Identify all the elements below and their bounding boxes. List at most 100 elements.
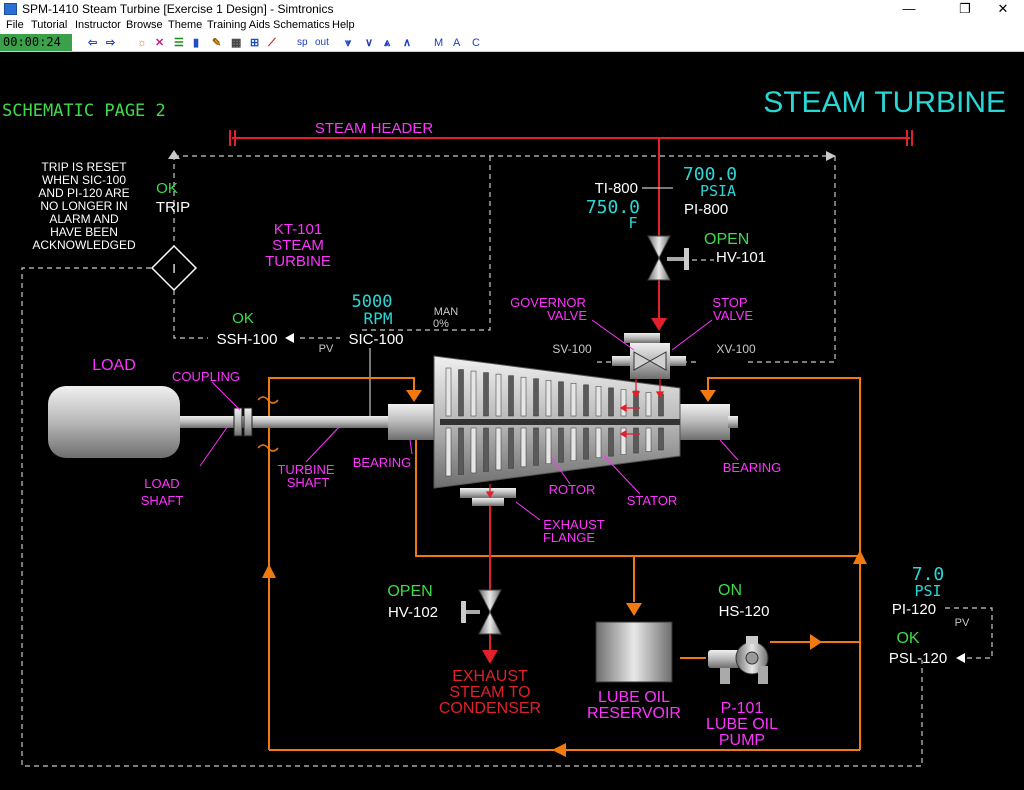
svg-text:RESERVOIR: RESERVOIR	[587, 705, 681, 722]
bearing-left[interactable]	[388, 404, 434, 440]
upper-blade-stage	[520, 376, 527, 417]
lower-blade-stage	[608, 427, 614, 457]
exhaust-flange[interactable]	[472, 498, 504, 506]
upper-blade-stage	[583, 384, 589, 417]
svg-text:LUBE OIL: LUBE OIL	[706, 716, 778, 733]
svg-text:PUMP: PUMP	[719, 732, 765, 749]
upper-blade-stage	[608, 387, 614, 417]
svg-text:VALVE: VALVE	[713, 308, 753, 323]
upper-blade-stage	[558, 381, 564, 417]
fast-up-icon[interactable]: ⩓	[384, 37, 391, 49]
cross-list-icon[interactable]: ✕	[155, 37, 165, 49]
lube-oil-reservoir[interactable]	[595, 621, 673, 683]
psl-120-tag[interactable]: PSL-120	[889, 650, 947, 667]
turbine-casing[interactable]	[433, 355, 681, 489]
cascade-button[interactable]: C	[472, 37, 480, 49]
upper-blade-stage	[470, 370, 477, 417]
svg-text:WHEN SIC-100: WHEN SIC-100	[42, 173, 126, 187]
output-button[interactable]: out	[315, 37, 329, 48]
psl-arrow	[956, 653, 965, 663]
shaft-break-marks	[257, 396, 279, 452]
sic-100-controller[interactable]: SIC-100	[348, 331, 403, 348]
setpoint-button[interactable]: sp	[297, 37, 308, 48]
svg-text:SHAFT: SHAFT	[287, 475, 330, 490]
menu-tutorial[interactable]: Tutorial	[31, 19, 68, 31]
speed-pv-label: PV	[319, 343, 334, 355]
restore-button[interactable]: ❐	[959, 1, 971, 16]
bearing-right[interactable]	[680, 404, 730, 440]
bearing-left-label: BEARING	[353, 455, 412, 470]
xv-100[interactable]: XV-100	[716, 342, 756, 356]
lower-blade-stage	[658, 427, 664, 451]
callout-lines	[199, 319, 739, 521]
valve-hv-101[interactable]	[647, 235, 689, 281]
manual-button[interactable]: M	[434, 37, 444, 49]
pencil-icon[interactable]: ✎	[212, 37, 222, 49]
signal-arrow-up	[168, 150, 180, 159]
hv-102-tag[interactable]: HV-102	[388, 604, 438, 621]
shaft	[180, 416, 392, 428]
menu-browse[interactable]: Browse	[126, 19, 163, 31]
menu-instructor[interactable]: Instructor	[75, 19, 121, 31]
schematic-canvas: I	[0, 52, 1024, 785]
steam-press-value: 700.0	[683, 164, 737, 185]
svg-text:EXHAUST: EXHAUST	[543, 517, 604, 532]
menu-training-aids[interactable]: Training Aids	[207, 19, 271, 31]
trip-label[interactable]: TRIP	[156, 199, 190, 216]
hs-120-tag[interactable]: HS-120	[719, 603, 770, 620]
close-button[interactable]: ✕	[997, 1, 1009, 16]
bar-chart-icon[interactable]: ▮	[193, 37, 200, 49]
menu-theme[interactable]: Theme	[168, 19, 203, 31]
turbine-label: KT-101 STEAM TURBINE	[265, 221, 331, 270]
pi-800[interactable]: PI-800	[684, 201, 728, 218]
tree-icon[interactable]: ⊞	[250, 37, 260, 49]
trend-icon[interactable]: ⟋	[268, 37, 276, 49]
svg-text:GOVERNOR: GOVERNOR	[510, 295, 586, 310]
upper-blade-stage	[458, 369, 464, 417]
toolbar	[0, 34, 1024, 52]
menu-help[interactable]: Help	[332, 19, 355, 31]
menu-file[interactable]: File	[6, 19, 24, 31]
svg-text:FLANGE: FLANGE	[543, 530, 595, 545]
upper-blade-stage	[645, 392, 652, 417]
svg-text:P-101: P-101	[721, 700, 764, 717]
lube-oil-pump[interactable]	[708, 636, 769, 684]
auto-button[interactable]: A	[453, 37, 461, 49]
lower-blade-stage	[620, 427, 627, 455]
sun-icon[interactable]: ☼	[137, 37, 148, 49]
ti-800[interactable]: TI-800	[595, 180, 638, 197]
sim-clock: 00:00:24	[0, 34, 72, 51]
lower-blade-stage	[633, 427, 639, 454]
lower-blade-stage	[558, 427, 564, 463]
svg-text:AND PI-120 ARE: AND PI-120 ARE	[38, 186, 129, 200]
up-icon[interactable]: ∧	[403, 37, 412, 49]
back-arrow-icon[interactable]: ⇦	[88, 37, 98, 49]
lower-blade-stage	[495, 427, 502, 471]
list-icon[interactable]: ☰	[174, 37, 184, 49]
steam-temp-value: 750.0	[586, 197, 640, 218]
signal-arrow-right	[826, 151, 836, 161]
fast-down-icon[interactable]: ⩔	[345, 37, 352, 49]
hv-101-tag[interactable]: HV-101	[716, 249, 766, 266]
grid-icon[interactable]: ▦	[231, 37, 242, 49]
svg-text:SHAFT: SHAFT	[141, 493, 184, 508]
forward-arrow-icon[interactable]: ⇨	[106, 37, 116, 49]
valve-hv-102[interactable]	[461, 589, 502, 635]
ssh-arrow	[285, 333, 294, 343]
coupling-label: COUPLING	[172, 369, 240, 384]
minimize-button[interactable]: —	[902, 1, 916, 16]
pi-120[interactable]: PI-120	[892, 601, 936, 618]
lower-blade-stage	[533, 427, 539, 466]
lower-blade-stage	[508, 427, 514, 469]
ssh-100-switch[interactable]: SSH-100	[217, 331, 278, 348]
trip-interlock[interactable]: I	[150, 244, 198, 292]
lube-press-unit: PSI	[914, 582, 941, 600]
menu-schematics[interactable]: Schematics	[273, 19, 330, 31]
governor-stop-valve[interactable]	[612, 333, 686, 379]
load-drum[interactable]	[48, 386, 180, 458]
stator-label: STATOR	[627, 493, 678, 508]
svg-text:HAVE BEEN: HAVE BEEN	[50, 225, 118, 239]
trip-status: OK	[156, 180, 178, 197]
sv-100[interactable]: SV-100	[552, 342, 592, 356]
down-icon[interactable]: ∨	[365, 37, 374, 49]
